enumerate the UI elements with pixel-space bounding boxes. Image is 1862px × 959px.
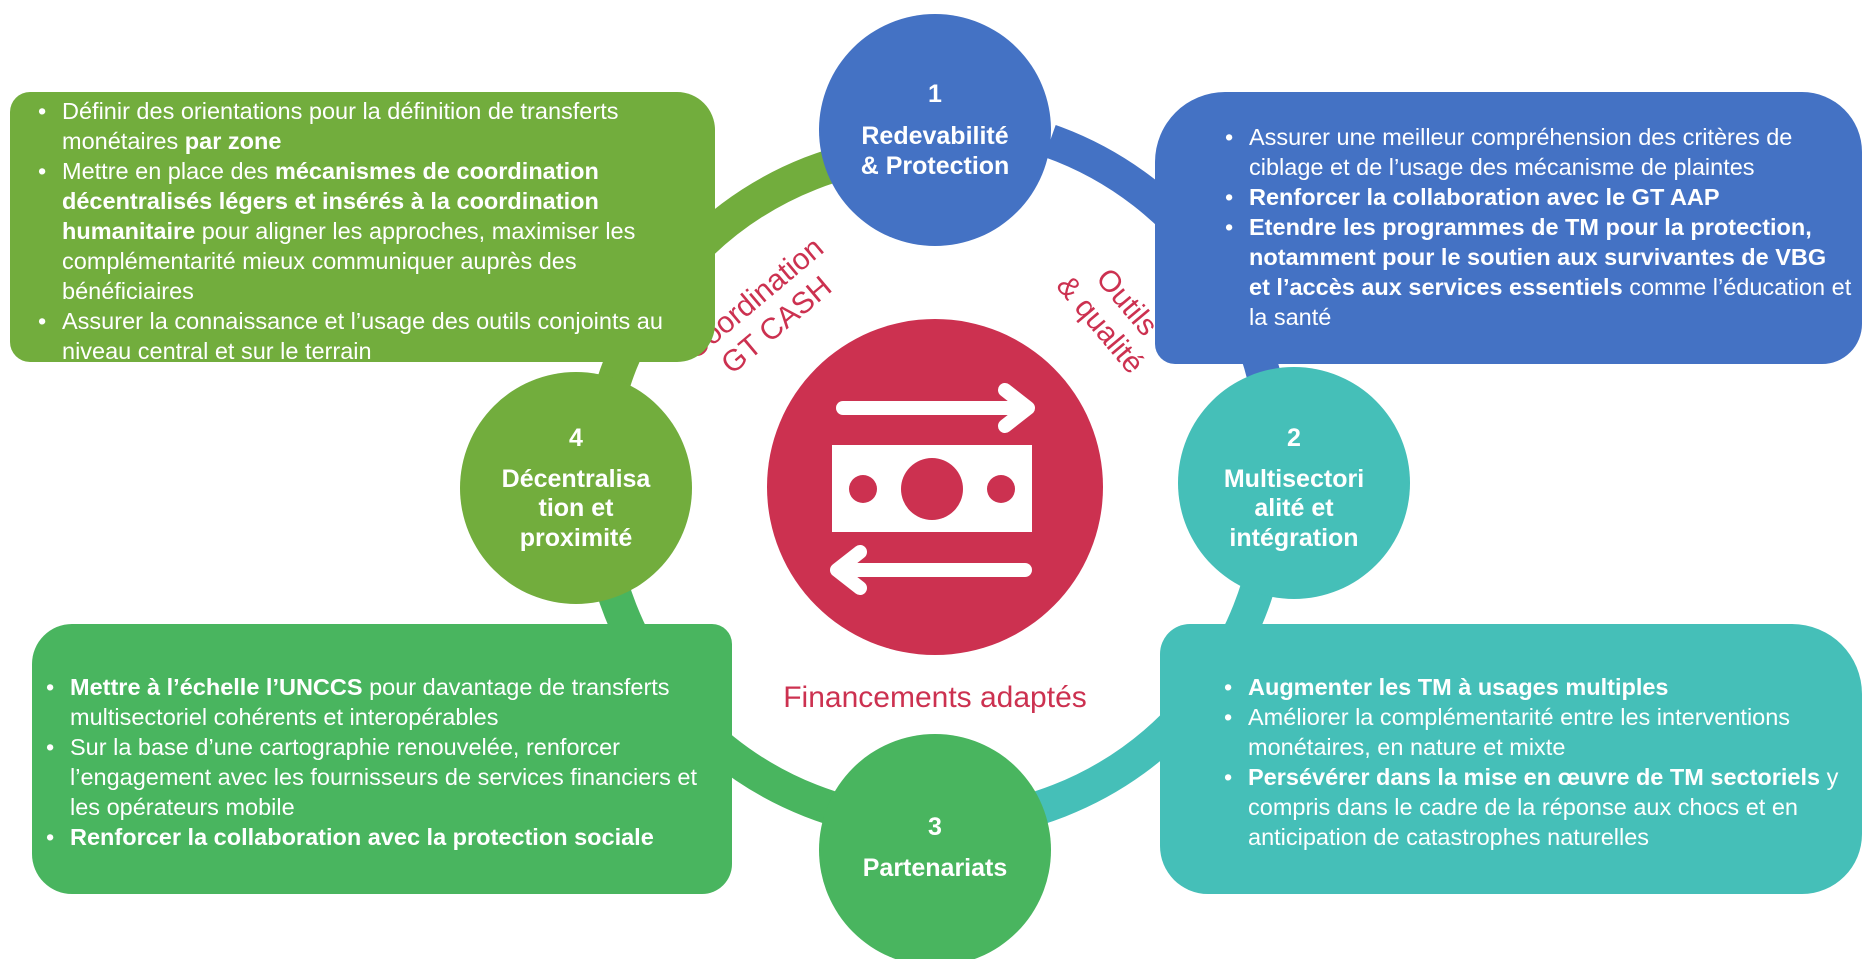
node-4-title-line-3: proximité	[520, 524, 633, 552]
callout-box-multisectorialite: Augmenter les TM à usages multiplesAméli…	[1160, 624, 1862, 894]
bullet-text: Améliorer la complémentarité entre les i…	[1248, 704, 1791, 760]
bullet-item: Définir des orientations pour la définit…	[28, 96, 687, 156]
bullet-list: Mettre à l’échelle l’UNCCS pour davantag…	[32, 624, 732, 852]
bullet-text-bold: Renforcer la collaboration avec le GT AA…	[1249, 184, 1720, 210]
node-4-circle	[460, 372, 692, 604]
node-1-title-line-2: & Protection	[861, 152, 1010, 180]
node-4-title-line-2: tion et	[539, 494, 615, 522]
bullet-item: Etendre les programmes de TM pour la pro…	[1215, 212, 1852, 332]
node-1-circle	[819, 14, 1051, 246]
node-4-title-line-1: Décentralisa	[502, 465, 652, 493]
bullet-item: Sur la base d’une cartographie renouvelé…	[36, 732, 712, 822]
bullet-text: pour davantage de transferts multisector…	[70, 674, 670, 730]
bullet-text: pour aligner les approches, maximiser le…	[62, 218, 636, 304]
bullet-item: Renforcer la collaboration avec la prote…	[36, 822, 712, 852]
bullet-text: Assurer une meilleur compréhension des c…	[1249, 124, 1793, 180]
bullet-text-bold: Etendre les programmes de TM pour la pro…	[1249, 214, 1827, 300]
node-2-number: 2	[1287, 424, 1301, 452]
center-label: Financements adaptés	[783, 681, 1087, 714]
bullet-list: Définir des orientations pour la définit…	[10, 92, 715, 362]
node-2-title-line-1: Multisectori	[1224, 465, 1364, 493]
money-transfer-icon	[830, 383, 1035, 595]
bullet-item: Mettre en place des mécanismes de coordi…	[28, 156, 687, 306]
bullet-text: Sur la base d’une cartographie renouvelé…	[70, 734, 697, 820]
bullet-item: Assurer la connaissance et l’usage des o…	[28, 306, 687, 362]
bullet-text-bold: mécanismes de coordination décentralisés…	[62, 158, 599, 244]
bullet-text-bold: par zone	[184, 128, 282, 154]
bullet-list: Assurer une meilleur compréhension des c…	[1155, 92, 1862, 332]
callout-box-redevabilite: Assurer une meilleur compréhension des c…	[1155, 92, 1862, 364]
bullet-item: Augmenter les TM à usages multiples	[1214, 672, 1842, 702]
bullet-item: Persévérer dans la mise en œuvre de TM s…	[1214, 762, 1842, 852]
node-3-title-line-1: Partenariats	[863, 854, 1008, 882]
bullet-item: Mettre à l’échelle l’UNCCS pour davantag…	[36, 672, 712, 732]
node-2-title-line-3: intégration	[1229, 524, 1358, 552]
bullet-item: Assurer une meilleur compréhension des c…	[1215, 122, 1852, 182]
node-3-number: 3	[928, 813, 942, 841]
node-2-title-line-2: alité et	[1254, 494, 1334, 522]
bullet-text-bold: Augmenter les TM à usages multiples	[1248, 674, 1669, 700]
bullet-text-bold: Renforcer la collaboration avec la prote…	[70, 824, 654, 850]
node-4-number: 4	[569, 424, 583, 452]
bullet-list: Augmenter les TM à usages multiplesAméli…	[1160, 624, 1862, 852]
callout-box-decentralisation: Définir des orientations pour la définit…	[10, 92, 715, 362]
bullet-text-bold: Mettre à l’échelle l’UNCCS	[70, 674, 363, 700]
node-1-number: 1	[928, 80, 942, 108]
bullet-text: y compris dans le cadre de la réponse au…	[1248, 764, 1839, 850]
bullet-text: Définir des orientations pour la définit…	[62, 98, 619, 154]
node-3-circle	[819, 734, 1051, 959]
bullet-item: Améliorer la complémentarité entre les i…	[1214, 702, 1842, 762]
bullet-text: comme l’éducation et la santé	[1249, 274, 1852, 330]
bullet-item: Renforcer la collaboration avec le GT AA…	[1215, 182, 1852, 212]
bullet-text-bold: Persévérer dans la mise en œuvre de TM s…	[1248, 764, 1821, 790]
bullet-text: Mettre en place des	[62, 158, 275, 184]
node-1-title-line-1: Redevabilité	[861, 122, 1008, 150]
bullet-text: Assurer la connaissance et l’usage des o…	[62, 308, 663, 362]
callout-box-partenariats: Mettre à l’échelle l’UNCCS pour davantag…	[32, 624, 732, 894]
node-2-circle	[1178, 367, 1410, 599]
